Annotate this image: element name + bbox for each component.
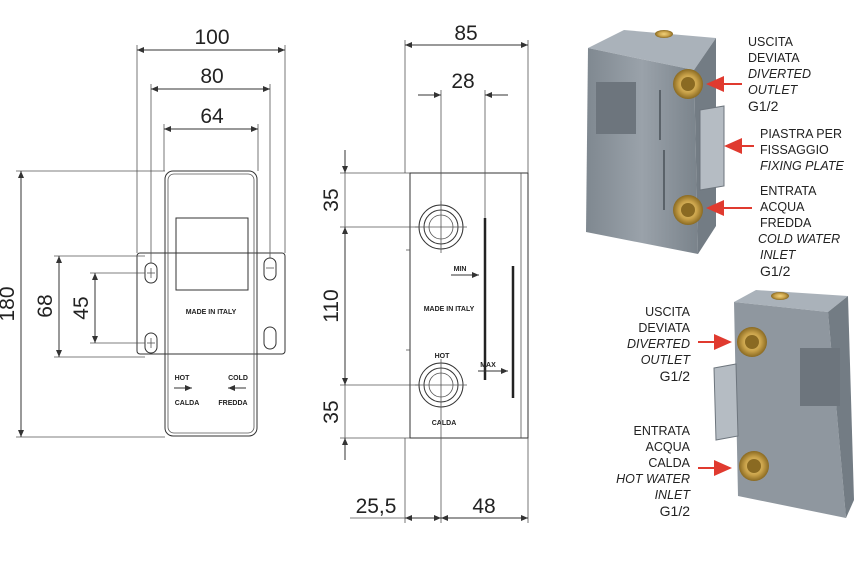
svg-text:PIASTRA PER: PIASTRA PER: [760, 127, 842, 141]
side-hot-label: HOT: [435, 353, 451, 360]
dim-25-5: 25,5: [356, 495, 397, 518]
svg-text:FISSAGGIO: FISSAGGIO: [760, 143, 829, 157]
dim-68: 68: [34, 294, 57, 317]
label-cold-inlet: ENTRATA ACQUA FREDDA COLD WATER INLET G1…: [758, 184, 840, 279]
dim-35-top: 35: [320, 188, 343, 211]
dim-100: 100: [194, 26, 229, 49]
svg-text:HOT WATER: HOT WATER: [616, 472, 690, 486]
svg-text:DEVIATA: DEVIATA: [638, 321, 690, 335]
front-body-outline: [164, 170, 258, 437]
side-calda-label: CALDA: [432, 420, 457, 427]
label-fixing-plate: PIASTRA PER FISSAGGIO FIXING PLATE: [760, 127, 844, 173]
svg-text:G1/2: G1/2: [748, 98, 779, 114]
render-top-face: [588, 30, 716, 70]
svg-text:DIVERTED: DIVERTED: [627, 337, 690, 351]
render-top-window: [596, 82, 636, 134]
plate-slot-right-bottom: [263, 326, 277, 350]
dim-180: 180: [0, 286, 19, 321]
svg-text:DEVIATA: DEVIATA: [748, 51, 800, 65]
label-diverted-bottom: USCITA DEVIATA DIVERTED OUTLET G1/2: [627, 305, 691, 384]
label-diverted-top: USCITA DEVIATA DIVERTED OUTLET G1/2: [748, 35, 811, 114]
svg-text:ACQUA: ACQUA: [646, 440, 691, 454]
dim-48: 48: [472, 495, 495, 518]
svg-text:USCITA: USCITA: [645, 305, 691, 319]
render-bottom-top-face: [734, 290, 848, 312]
dim-110: 110: [320, 289, 343, 322]
svg-text:INLET: INLET: [655, 488, 692, 502]
svg-text:ENTRATA: ENTRATA: [634, 424, 691, 438]
render-bottom-fixing-plate: [713, 363, 739, 441]
svg-text:CALDA: CALDA: [648, 456, 690, 470]
dim-85: 85: [454, 22, 477, 45]
render-top-fixing-plate: [699, 105, 725, 191]
svg-text:OUTLET: OUTLET: [748, 83, 799, 97]
dim-80: 80: [200, 65, 223, 88]
side-made-in-label: MADE IN ITALY: [424, 306, 475, 313]
svg-text:FREDDA: FREDDA: [760, 216, 812, 230]
side-body-outline: [409, 172, 529, 439]
svg-text:ACQUA: ACQUA: [760, 200, 805, 214]
svg-text:G1/2: G1/2: [760, 263, 791, 279]
svg-text:DIVERTED: DIVERTED: [748, 67, 811, 81]
dim-28: 28: [451, 70, 474, 93]
svg-text:G1/2: G1/2: [660, 368, 691, 384]
svg-text:OUTLET: OUTLET: [641, 353, 692, 367]
render-bottom: [713, 290, 854, 518]
front-view: MADE IN ITALY HOT COLD CALDA FREDDA 100 …: [0, 26, 286, 438]
render-bottom-window: [800, 348, 840, 406]
front-hot-label: HOT: [175, 375, 191, 382]
svg-text:G1/2: G1/2: [660, 503, 691, 519]
plate-slot-right-top: [263, 257, 277, 281]
svg-text:USCITA: USCITA: [748, 35, 794, 49]
dim-64: 64: [200, 105, 224, 128]
side-view: MIN MADE IN ITALY MAX HOT CALDA 85 28 35…: [320, 22, 529, 523]
label-hot-inlet: ENTRATA ACQUA CALDA HOT WATER INLET G1/2: [616, 424, 691, 519]
front-made-in-label: MADE IN ITALY: [186, 309, 237, 316]
front-fredda-label: FREDDA: [218, 400, 247, 407]
svg-text:ENTRATA: ENTRATA: [760, 184, 817, 198]
fixing-plate-outline: [136, 252, 286, 355]
front-cold-label: COLD: [228, 375, 248, 382]
front-calda-label: CALDA: [175, 400, 200, 407]
svg-text:COLD WATER: COLD WATER: [758, 232, 840, 246]
render-top: [586, 30, 725, 254]
svg-text:FIXING PLATE: FIXING PLATE: [760, 159, 844, 173]
front-window: [175, 217, 249, 291]
dim-35-bottom: 35: [320, 400, 343, 423]
dim-45: 45: [70, 296, 93, 319]
front-body-inner: [167, 173, 255, 434]
side-max-label: MAX: [480, 362, 496, 369]
svg-text:INLET: INLET: [760, 248, 797, 262]
side-min-label: MIN: [454, 266, 467, 273]
